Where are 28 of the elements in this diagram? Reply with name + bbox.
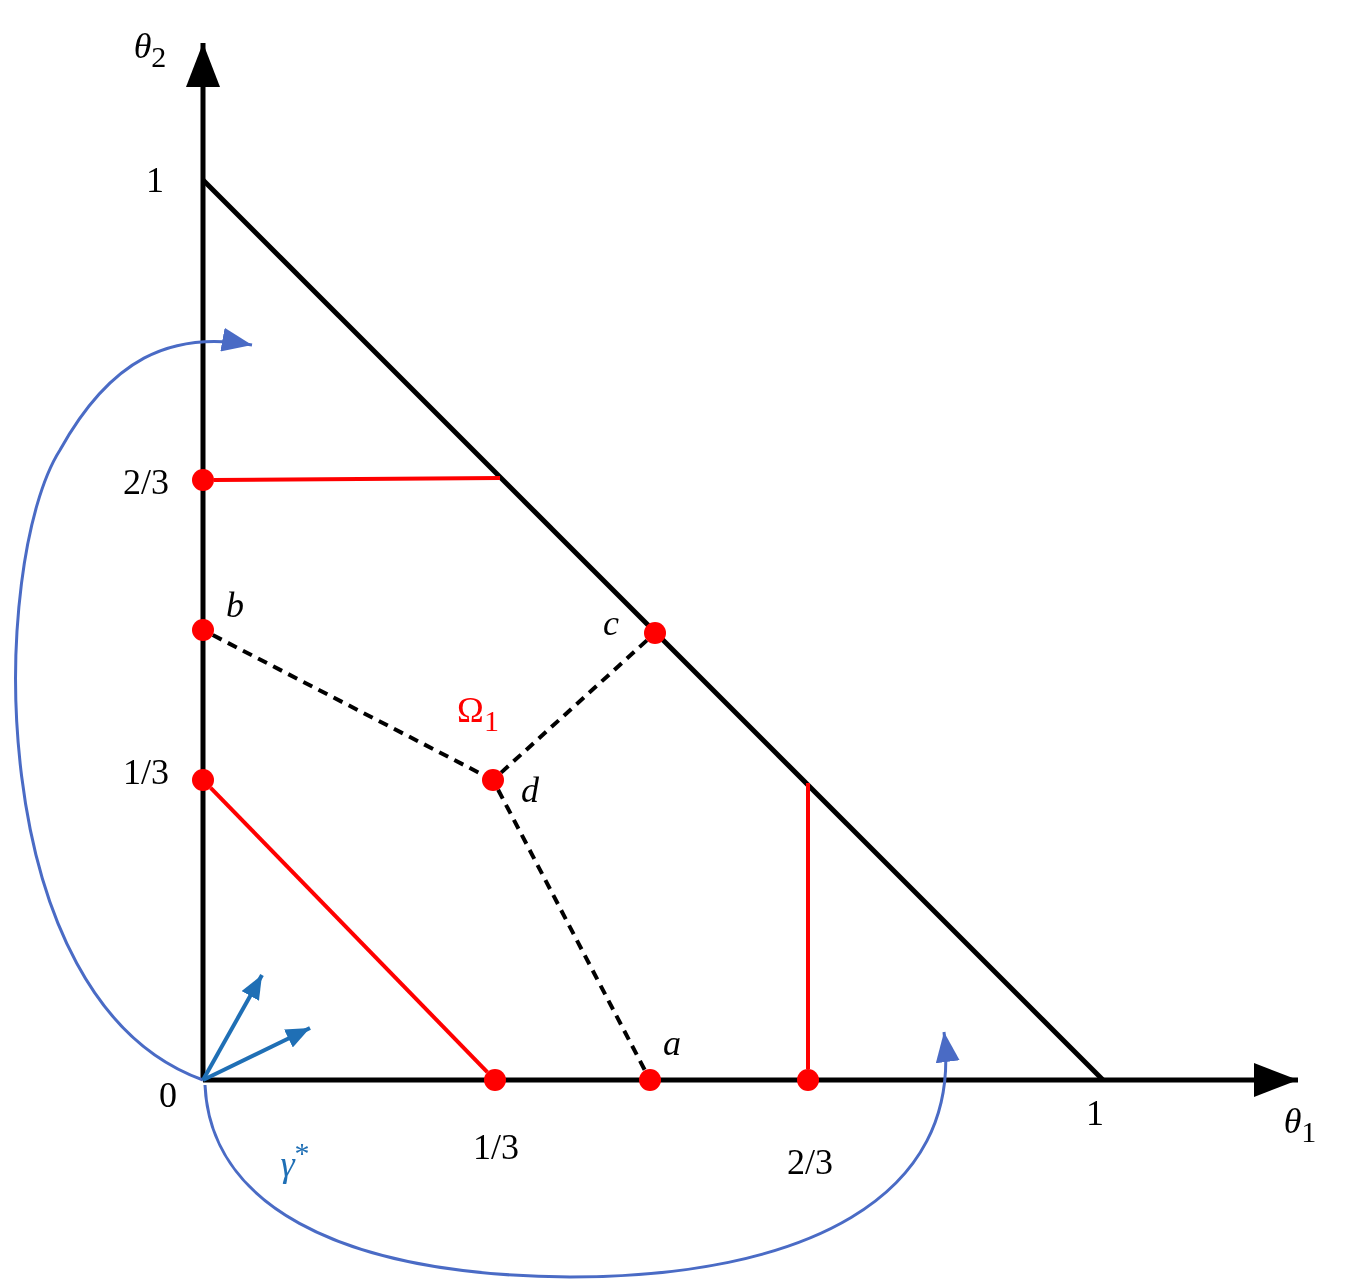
tick-label: 1/3 xyxy=(473,1129,519,1165)
line-segment xyxy=(806,783,810,1069)
dashed-line xyxy=(496,788,647,1072)
tick-label: 1 xyxy=(1086,1095,1104,1131)
line-segment xyxy=(214,476,500,482)
tick-label: 1 xyxy=(146,162,164,198)
dashed-line xyxy=(499,638,649,775)
tick-label: 2/3 xyxy=(123,464,169,500)
point-marker xyxy=(192,619,214,641)
point-marker xyxy=(192,469,214,491)
point-label: d xyxy=(521,772,539,808)
axis-label: θ$_{1}$ xyxy=(1283,1103,1317,1147)
point-label: c xyxy=(603,605,619,641)
tick-label: 2/3 xyxy=(787,1144,833,1180)
point-label: b xyxy=(226,587,244,623)
tick-label: 0 xyxy=(159,1077,177,1113)
point-label: a xyxy=(663,1025,681,1061)
tick-label: 1/3 xyxy=(123,754,169,790)
region-label: γ$^{*}$ xyxy=(280,1138,310,1182)
point-marker xyxy=(797,1069,819,1091)
point-marker xyxy=(639,1069,661,1091)
point-marker xyxy=(484,1069,506,1091)
point-marker xyxy=(482,769,504,791)
region-label: Ω$_{1}$ xyxy=(457,692,499,736)
line-segment xyxy=(209,786,489,1074)
point-marker xyxy=(192,769,214,791)
point-marker xyxy=(644,622,666,644)
axis-label: θ$_{2}$ xyxy=(133,28,167,72)
